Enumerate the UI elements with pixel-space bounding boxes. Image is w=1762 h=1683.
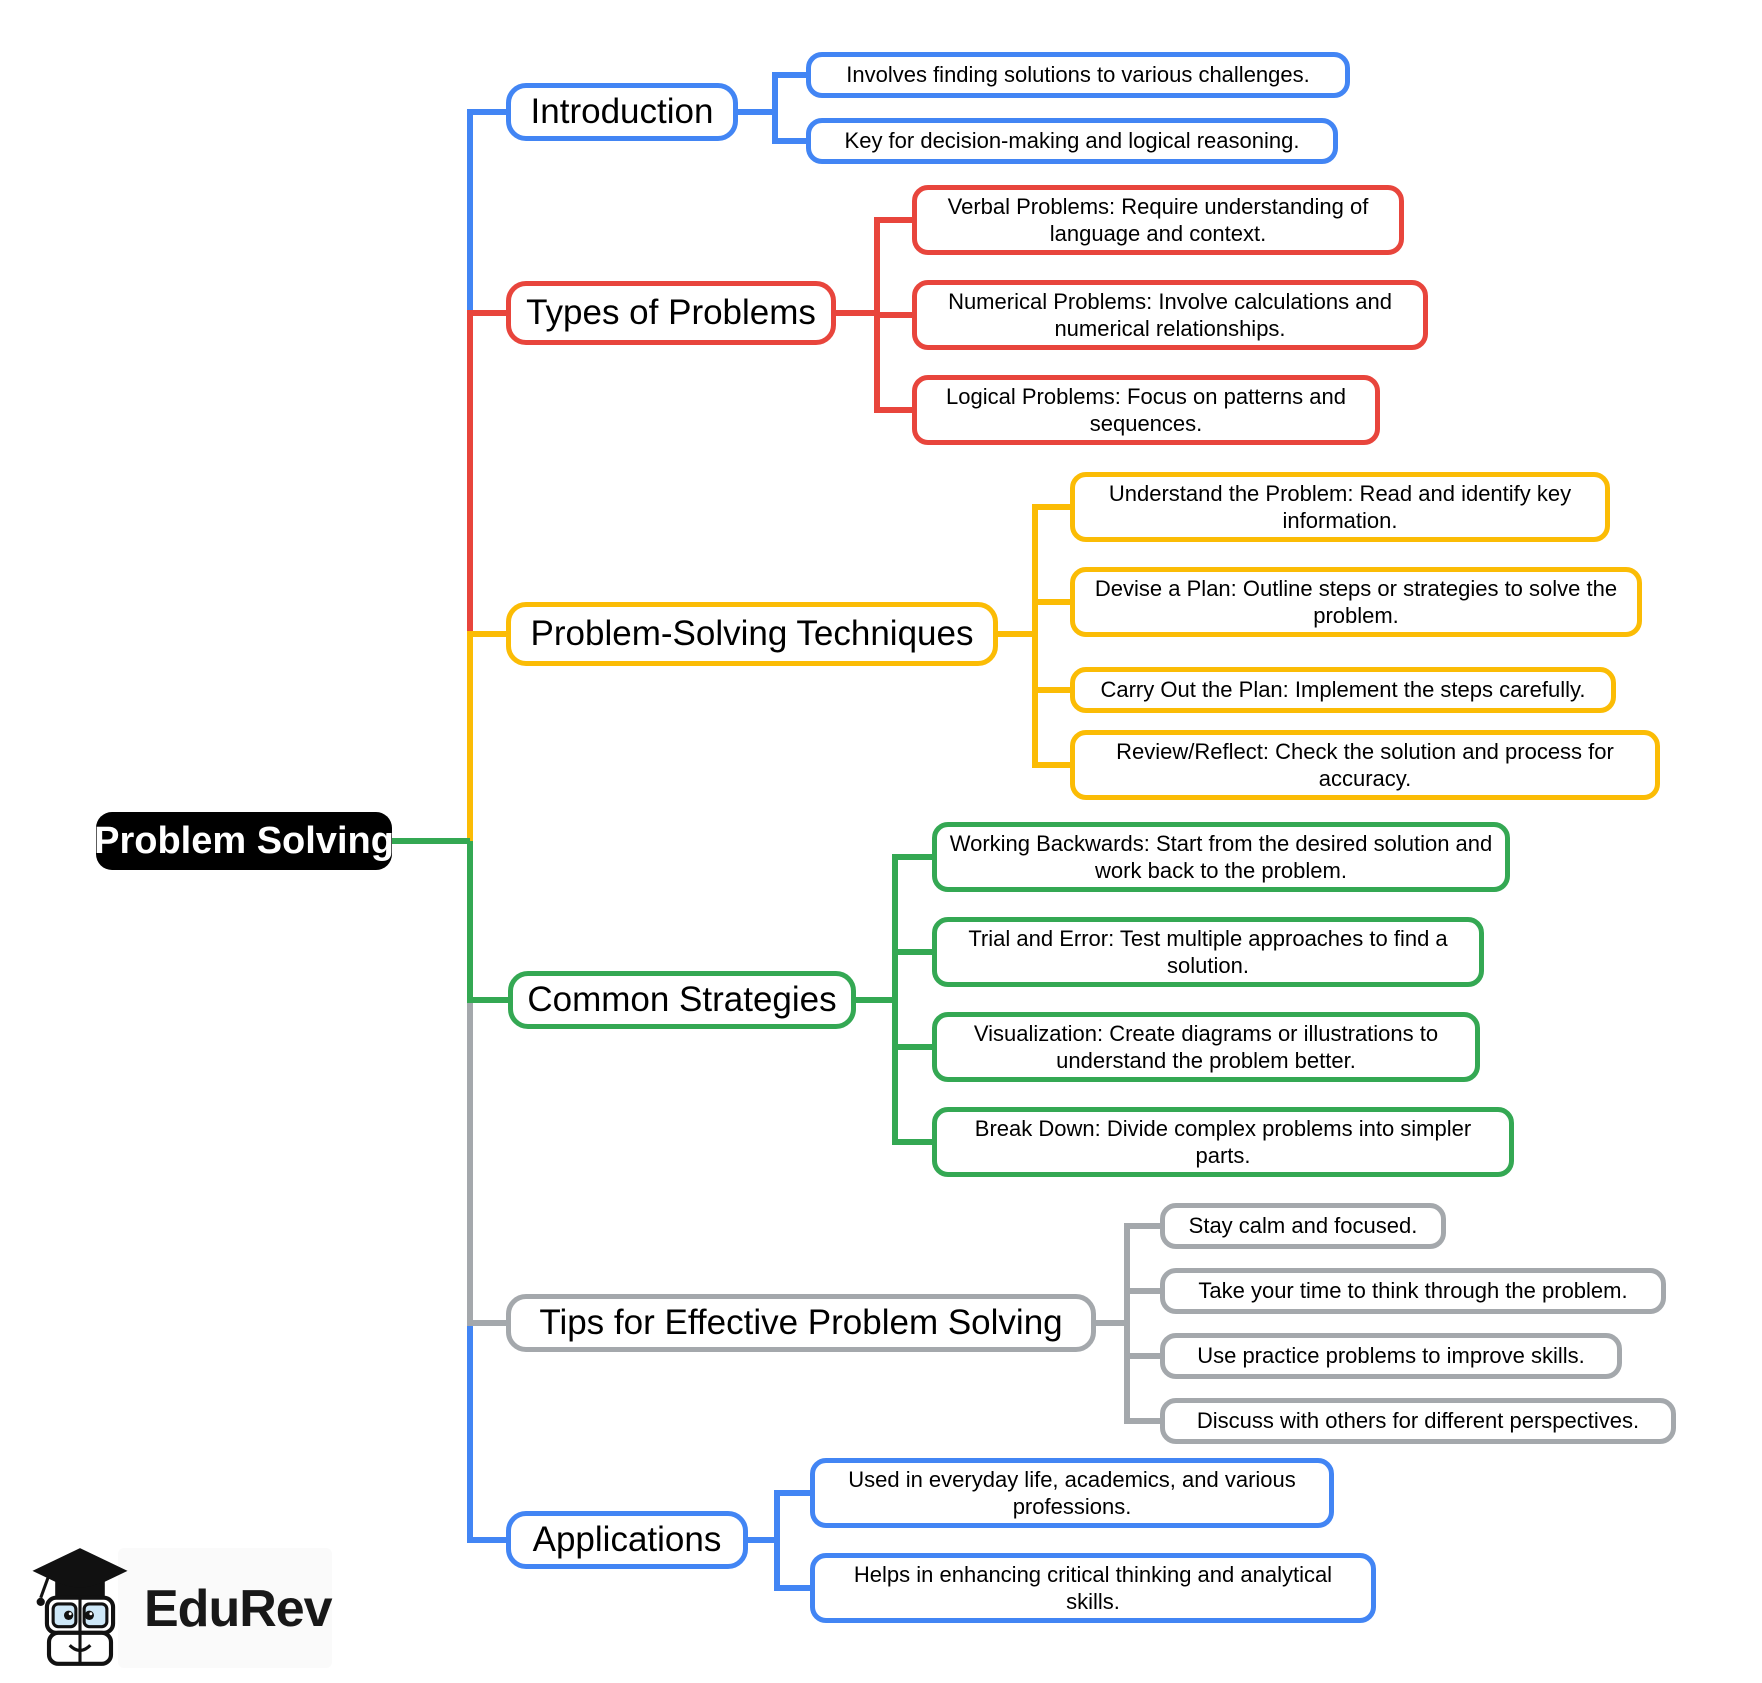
- spine-segment-strategies-tips: [467, 1000, 473, 1326]
- connector-leaf: [1124, 1223, 1160, 1229]
- leaf-node[interactable]: Helps in enhancing critical thinking and…: [810, 1553, 1376, 1623]
- leaf-node[interactable]: Involves finding solutions to various ch…: [806, 52, 1350, 98]
- leaf-node[interactable]: Use practice problems to improve skills.: [1160, 1333, 1622, 1379]
- connector-leaf: [892, 854, 932, 860]
- branch-node-tips[interactable]: Tips for Effective Problem Solving: [506, 1294, 1096, 1352]
- connector-types-out: [832, 310, 880, 316]
- leaf-node[interactable]: Verbal Problems: Require understanding o…: [912, 185, 1404, 255]
- connector-applications: [467, 1537, 506, 1543]
- leaf-node[interactable]: Carry Out the Plan: Implement the steps …: [1070, 667, 1616, 713]
- leaf-node[interactable]: Understand the Problem: Read and identif…: [1070, 472, 1610, 542]
- spine-segment-root-strategies: [467, 841, 473, 1003]
- leaf-node[interactable]: Review/Reflect: Check the solution and p…: [1070, 730, 1660, 800]
- connector-leaf: [892, 949, 932, 955]
- connector-tips-out: [1092, 1320, 1130, 1326]
- spine-segment-techniques-root: [467, 634, 473, 844]
- leaf-node[interactable]: Numerical Problems: Involve calculations…: [912, 280, 1428, 350]
- leaf-node[interactable]: Visualization: Create diagrams or illust…: [932, 1012, 1480, 1082]
- leaf-node[interactable]: Working Backwards: Start from the desire…: [932, 822, 1510, 892]
- logo-background: [118, 1548, 332, 1668]
- leaf-node[interactable]: Break Down: Divide complex problems into…: [932, 1107, 1514, 1177]
- spine-segment-intro-types: [467, 112, 473, 316]
- subspine-tips: [1124, 1223, 1130, 1424]
- edurev-mascot-icon: [28, 1544, 132, 1673]
- branch-node-applications[interactable]: Applications: [506, 1511, 748, 1569]
- connector-leaf: [1032, 762, 1070, 768]
- connector-leaf: [774, 1585, 810, 1591]
- edurev-logo-text: EduRev: [144, 1579, 333, 1638]
- connector-root-trunk: [388, 838, 470, 844]
- connector-techniques-out: [994, 631, 1038, 637]
- connector-leaf: [1124, 1288, 1160, 1294]
- connector-leaf: [892, 1044, 932, 1050]
- leaf-node[interactable]: Devise a Plan: Outline steps or strategi…: [1070, 567, 1642, 637]
- connector-leaf: [874, 312, 912, 318]
- branch-node-introduction[interactable]: Introduction: [506, 83, 738, 141]
- connector-leaf: [1124, 1418, 1160, 1424]
- connector-leaf: [874, 407, 912, 413]
- connector-leaf: [774, 1490, 810, 1496]
- leaf-node[interactable]: Logical Problems: Focus on patterns and …: [912, 375, 1380, 445]
- central-topic[interactable]: Problem Solving: [94, 812, 394, 870]
- connector-leaf: [772, 138, 806, 144]
- spine-segment-types-techniques: [467, 313, 473, 637]
- connector-leaf: [772, 72, 806, 78]
- spine-segment-tips-applications: [467, 1323, 473, 1543]
- connector-applications-out: [744, 1537, 780, 1543]
- connector-leaf: [1032, 687, 1070, 693]
- leaf-node[interactable]: Stay calm and focused.: [1160, 1203, 1446, 1249]
- connector-introduction: [467, 109, 506, 115]
- connector-techniques: [467, 631, 506, 637]
- branch-node-problem-solving-techniques[interactable]: Problem-Solving Techniques: [506, 602, 998, 666]
- connector-types: [467, 310, 506, 316]
- leaf-node[interactable]: Take your time to think through the prob…: [1160, 1268, 1666, 1314]
- leaf-node[interactable]: Used in everyday life, academics, and va…: [810, 1458, 1334, 1528]
- subspine-techniques: [1032, 504, 1038, 768]
- edurev-logo: EduRev: [28, 1544, 333, 1673]
- leaf-node[interactable]: Discuss with others for different perspe…: [1160, 1398, 1676, 1444]
- connector-leaf: [874, 217, 912, 223]
- connector-tips: [467, 1320, 506, 1326]
- subspine-applications: [774, 1490, 780, 1591]
- branch-node-common-strategies[interactable]: Common Strategies: [508, 971, 856, 1029]
- subspine-strategies: [892, 854, 898, 1145]
- leaf-node[interactable]: Key for decision-making and logical reas…: [806, 118, 1338, 164]
- connector-leaf: [1032, 504, 1070, 510]
- connector-introduction-out: [734, 109, 778, 115]
- branch-node-types-of-problems[interactable]: Types of Problems: [506, 281, 836, 345]
- connector-leaf: [1124, 1353, 1160, 1359]
- connector-strategies: [467, 997, 508, 1003]
- connector-strategies-out: [852, 997, 898, 1003]
- subspine-introduction: [772, 72, 778, 144]
- leaf-node[interactable]: Trial and Error: Test multiple approache…: [932, 917, 1484, 987]
- connector-leaf: [892, 1139, 932, 1145]
- connector-leaf: [1032, 599, 1070, 605]
